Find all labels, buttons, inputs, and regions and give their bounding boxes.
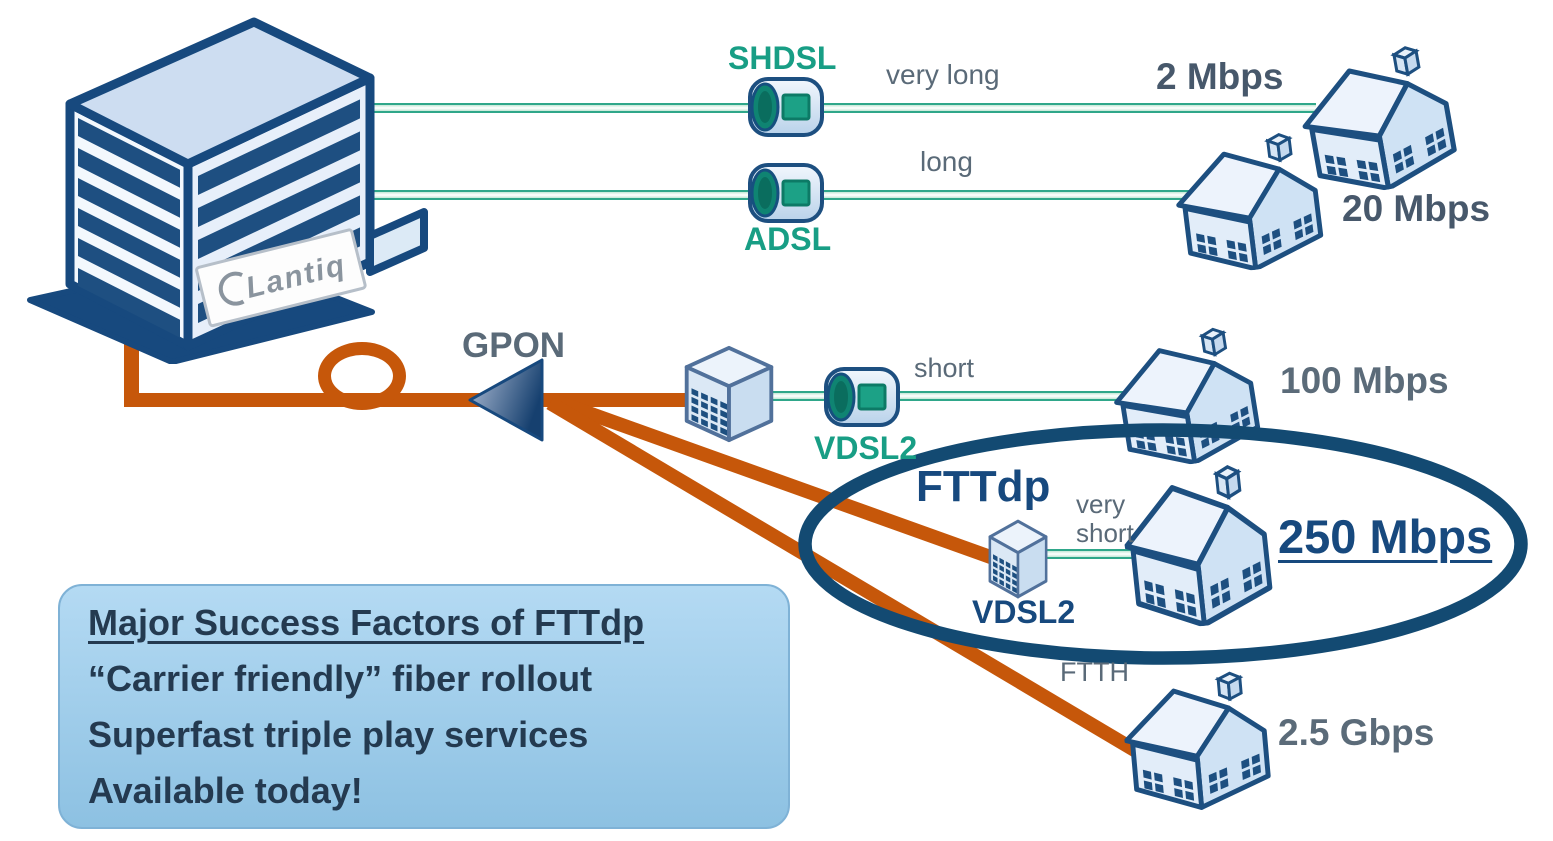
shdsl-modem-icon (744, 74, 828, 140)
vdsl2-navy-label: VDSL2 (972, 594, 1076, 630)
street-cabinet-icon (680, 344, 778, 444)
lantiq-sign: Lantiq (195, 228, 367, 328)
long-label: long (920, 146, 973, 177)
gpon-label: GPON (462, 326, 566, 365)
copper-line-very-short (1046, 549, 1138, 559)
loading-dock (366, 208, 428, 276)
speed-2-5gbps-label: 2.5 Gbps (1278, 712, 1435, 753)
success-factors-title: Major Success Factors of FTTdp (88, 602, 645, 643)
shdsl-label: SHDSL (728, 40, 837, 76)
success-factor-line-3: Available today! (88, 770, 363, 811)
gpon-splitter-icon (468, 358, 544, 442)
very-short-label: very short (1076, 489, 1134, 549)
adsl-modem-icon (744, 160, 828, 226)
copper-line-vdsl2 (772, 391, 1124, 401)
success-factor-line-2: Superfast triple play services (88, 714, 589, 755)
speed-100mbps-label: 100 Mbps (1280, 360, 1449, 401)
speed-250mbps-label: 250 Mbps (1278, 510, 1493, 563)
fttdp-label: FTTdp (916, 462, 1051, 511)
copper-line-shdsl (366, 103, 1316, 113)
adsl-label: ADSL (744, 221, 832, 257)
fttdp-highlight-ellipse (798, 423, 1528, 665)
speed-2mbps-label: 2 Mbps (1156, 56, 1284, 97)
success-factors-box: Major Success Factors of FTTdp “Carrier … (58, 584, 790, 829)
fiber-main-horizontal (124, 393, 702, 407)
success-factor-line-1: “Carrier friendly” fiber rollout (88, 658, 593, 699)
vdsl2-teal-label: VDSL2 (814, 430, 918, 466)
short-label: short (914, 353, 975, 383)
house-20mbps (1163, 109, 1335, 279)
speed-20mbps-label: 20 Mbps (1342, 188, 1491, 229)
ftth-label: FTTH (1060, 657, 1129, 687)
central-office-building: Lantiq (27, 17, 428, 364)
house-ftth (1117, 646, 1278, 818)
very-long-label: very long (886, 59, 1000, 90)
fiber-drop-vertical (124, 342, 139, 406)
